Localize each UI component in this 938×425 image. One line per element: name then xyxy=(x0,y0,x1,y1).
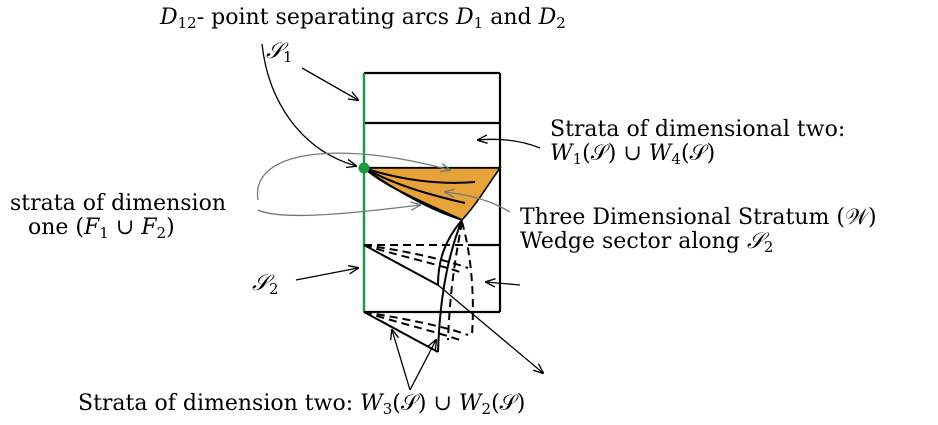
s1-label: 𝒮1 xyxy=(266,39,293,66)
lower-strata-dashed xyxy=(363,221,474,341)
strata-two-bottom-label: Strata of dimension two: W3(𝒮) ∪ W2(𝒮) xyxy=(78,391,526,418)
s2-label: 𝒮2 xyxy=(252,271,279,298)
d12-label: D12- point separating arcs D1 and D2 xyxy=(160,5,566,32)
strata-two-top-label: Strata of dimensional two: W1(𝒮) ∪ W4(𝒮) xyxy=(550,117,846,168)
d12-point xyxy=(358,162,370,174)
gray-arrows xyxy=(256,152,511,217)
arrows xyxy=(261,43,543,391)
three-dim-label: Three Dimensional Stratum (𝒲) Wedge sect… xyxy=(520,205,877,256)
wedge-curves xyxy=(363,167,476,221)
strata-one-label: strata of dimension one (F1 ∪ F2) xyxy=(10,191,227,242)
lower-strata-solid xyxy=(363,219,463,353)
